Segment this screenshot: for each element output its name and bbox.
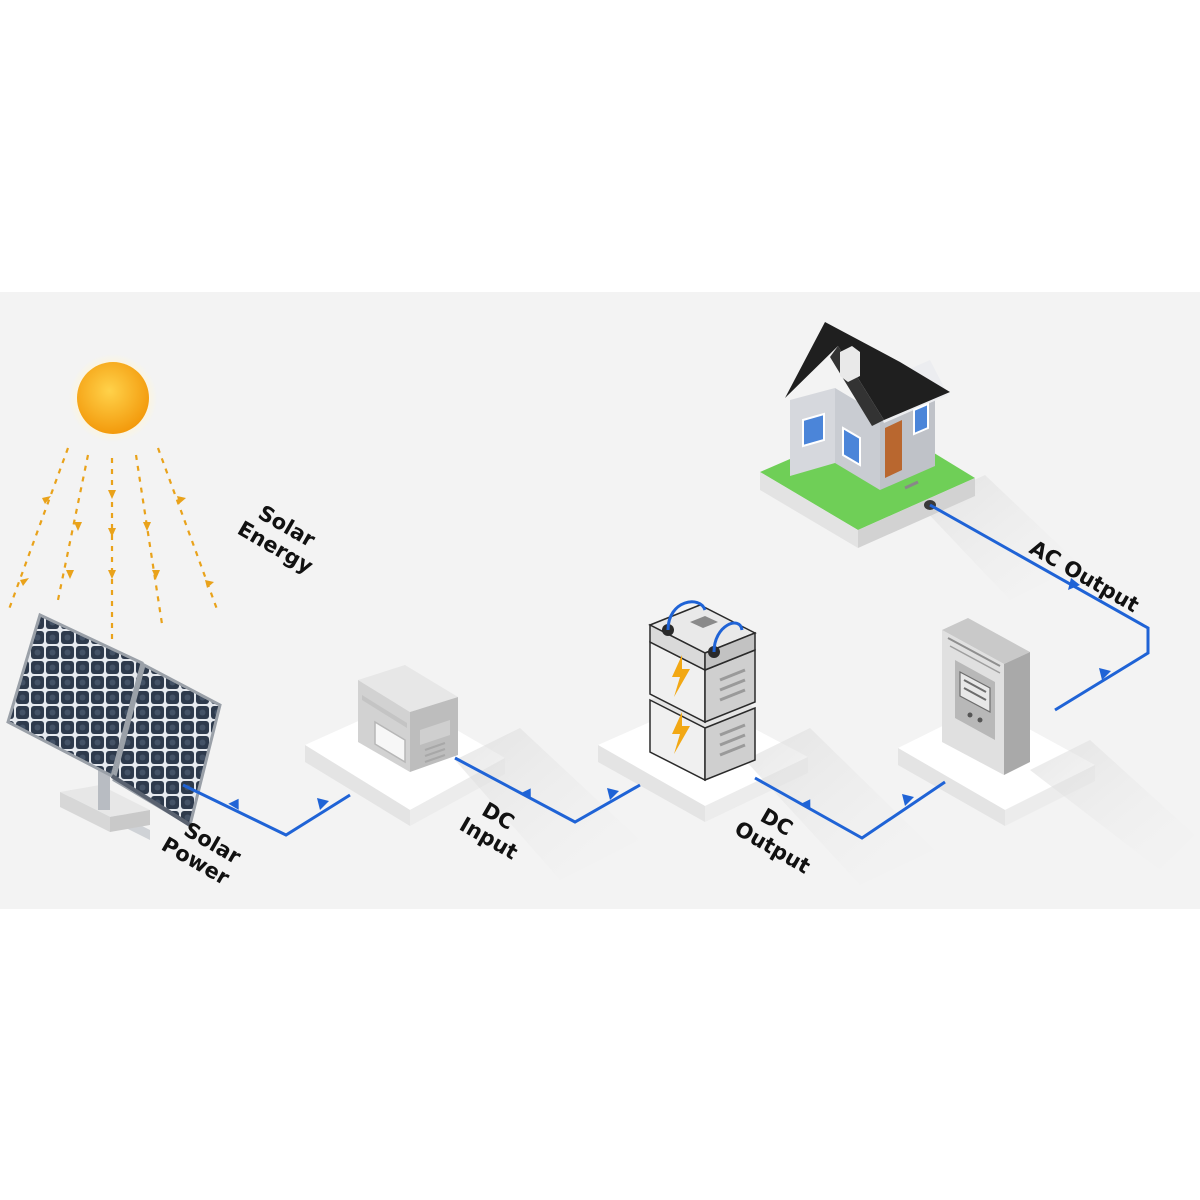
charge-controller-icon xyxy=(358,665,458,772)
ac-output-flow-line xyxy=(929,503,1150,712)
battery-bolt-bottom xyxy=(672,712,690,754)
flow-arrows xyxy=(228,578,1111,811)
inverter-icon xyxy=(942,618,1030,775)
device-shadows xyxy=(455,475,1195,885)
dc-input-flow-line xyxy=(454,756,641,824)
dc-output-flow-line xyxy=(754,776,946,840)
battery-icon xyxy=(648,600,757,782)
sun-ray-arrows xyxy=(20,490,214,588)
battery-bolt-top xyxy=(672,655,690,697)
roof xyxy=(785,322,950,420)
flow-lines xyxy=(182,503,1150,840)
solar-panel-icon xyxy=(6,612,222,840)
house-icon xyxy=(760,322,975,548)
sun-icon xyxy=(69,354,157,442)
solar-power-flow-line xyxy=(182,783,351,837)
